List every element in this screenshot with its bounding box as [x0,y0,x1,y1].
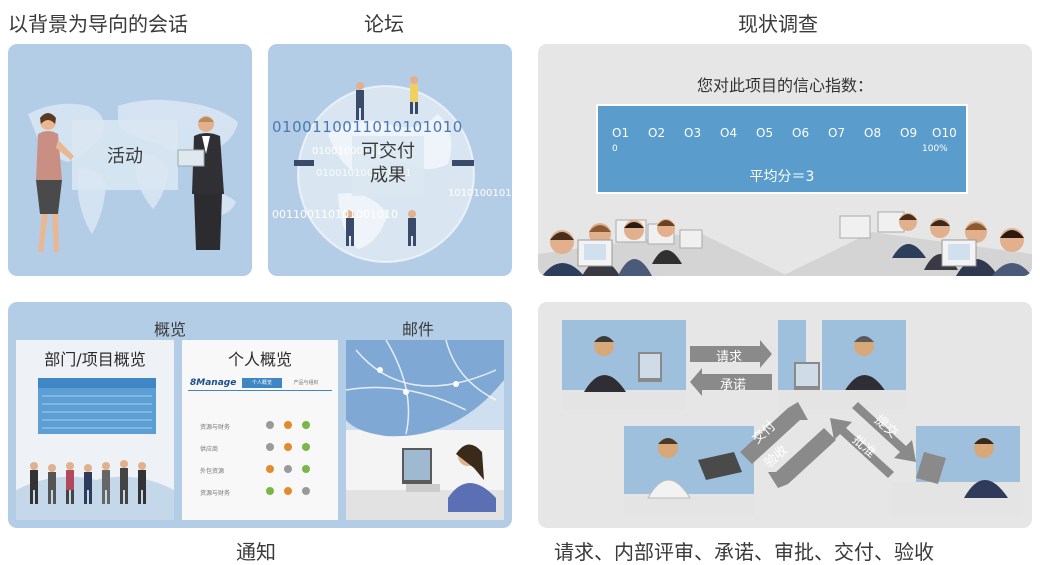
status-dot [284,465,292,473]
status-dot [302,487,310,495]
request-label: 请求 [716,350,743,365]
world-map-illustration [28,99,238,252]
workflow-illustration [562,320,1020,516]
survey-option-1[interactable]: O1 [612,126,630,140]
survey-option-5[interactable]: O5 [756,126,774,140]
globe-illustration [294,76,475,263]
dept-overview-illustration [16,378,174,520]
status-dot [302,465,310,473]
heading-context-session: 以背景为导向的会话 [8,12,188,36]
heading-notify: 通知 [236,540,276,564]
row-label-2: 供应商 [200,446,219,453]
average-score: 平均分＝3 [749,169,815,185]
heading-forum: 论坛 [364,12,404,36]
status-dot [284,487,292,495]
personal-overview-title: 个人概览 [227,350,292,369]
row-label-3: 外包资源 [200,468,225,475]
presenter-man [177,116,224,250]
status-dot [266,465,274,473]
app-logo: 8Manage [190,378,237,388]
survey-option-7[interactable]: O7 [828,126,846,140]
arrow-accept [768,428,836,488]
status-dot [302,421,310,429]
survey-option-9[interactable]: O9 [900,126,918,140]
deliverables-label: 可交付 成果 [352,140,424,188]
binary-text-2: 01001000101 [312,146,382,157]
activity-label: 活动 [107,146,143,167]
status-dot [284,443,292,451]
forum-panel: 0100110011010101010 01001000101 01001010… [268,44,512,276]
survey-option-8[interactable]: O8 [864,126,882,140]
status-dot [302,443,310,451]
survey-option-6[interactable]: O6 [792,126,810,140]
survey-rating-box: O1 O2 O3 O4 O5 O6 O7 O8 O9 O10 0 100% 平均… [596,104,968,194]
arrow-request [690,340,772,368]
audience-illustration [538,211,1032,276]
arrow-deliver [740,402,808,464]
status-dot [266,487,274,495]
tab-underline [188,390,332,391]
mail-illustration [346,340,504,520]
survey-option-2[interactable]: O2 [648,126,666,140]
arrow-commit [690,368,772,396]
dept-project-title: 部门/项目概览 [44,350,146,369]
binary-text-1: 0100110011010101010 [272,118,463,136]
arrow-approve [830,418,894,478]
mail-card[interactable] [346,340,504,520]
status-dot [284,421,292,429]
status-dot [266,421,274,429]
personal-overview-card[interactable]: 个人概览 8Manage 个人概览 产品与组织 资源与财务 供应商 外包资源 资… [182,340,338,520]
scale-min-label: 0 [612,144,618,154]
heading-survey: 现状调查 [738,12,818,36]
survey-option-10[interactable]: O10 [932,126,957,140]
status-dot [266,443,274,451]
tab-personal-overview[interactable]: 个人概览 [242,378,282,388]
row-label-1: 资源与财务 [200,424,231,431]
binary-text-5: 001100110101001010 [272,208,398,221]
deliverables-label-line1: 可交付 [361,141,415,162]
activity-panel: 活动 [8,44,252,276]
notify-panel: 概览 邮件 部门/项目概览 个人概览 8 [8,302,512,528]
binary-text-3: 010010100101011 [316,168,412,179]
commit-label: 承诺 [720,378,747,393]
row-label-4: 资源与财务 [200,490,231,497]
arrow-submit [852,402,916,462]
deliverables-label-line2: 成果 [370,165,406,186]
survey-option-4[interactable]: O4 [720,126,738,140]
presenter-woman [36,113,74,252]
overview-label: 概览 [154,320,187,339]
survey-question: 您对此项目的信心指数： [696,76,873,95]
workflow-panel: 请求 承诺 交付 验收 提交 批准 [538,302,1032,528]
survey-option-3[interactable]: O3 [684,126,702,140]
dept-project-card[interactable]: 部门/项目概览 [16,340,174,520]
binary-text-4: 1010100101 [448,188,512,199]
mail-label: 邮件 [402,320,435,339]
heading-workflow: 请求、内部评审、承诺、审批、交付、验收 [554,540,934,564]
tab-products-org[interactable]: 产品与组织 [293,380,319,386]
scale-max-label: 100% [922,144,948,154]
